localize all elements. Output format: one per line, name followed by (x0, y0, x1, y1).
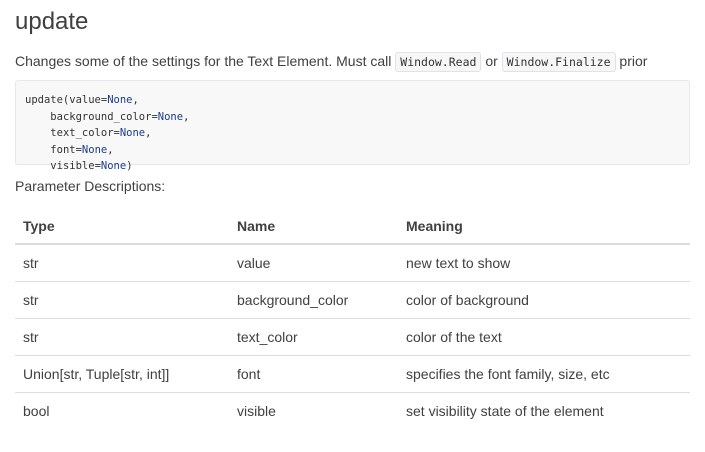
cell-type: str (15, 244, 229, 282)
parameter-descriptions-heading: Parameter Descriptions: (15, 178, 166, 194)
table-row: str background_color color of background (15, 281, 690, 319)
cell-meaning: new text to show (398, 244, 690, 282)
header-type: Type (15, 208, 229, 245)
cell-name: visible (237, 403, 276, 419)
code-block[interactable]: update(value=None, background_color=None… (15, 80, 690, 172)
description-suffix: prior (619, 53, 648, 69)
code-line: background_color=None, (50, 110, 190, 123)
description-prefix: Changes some of the settings for the Tex… (15, 53, 392, 69)
table-row: Union[str, Tuple[str, int]] font specifi… (15, 355, 690, 393)
cell-name: font (229, 355, 398, 393)
section-description: Changes some of the settings for the Tex… (15, 51, 690, 72)
cell-meaning: color of the text (398, 318, 690, 356)
parameters-table: Type Name Meaning str value new text to … (15, 208, 690, 429)
description-middle: or (485, 53, 498, 69)
cell-meaning: set visibility state of the element (406, 403, 604, 419)
cell-meaning: specifies the font family, size, etc (398, 355, 690, 393)
header-name: Name (229, 208, 398, 245)
cell-meaning: color of background (398, 281, 690, 319)
inline-code-window-finalize: Window.Finalize (501, 52, 616, 72)
cell-name: value (229, 244, 398, 282)
code-line: text_color=None, (50, 127, 152, 139)
code-line: font=None, (50, 143, 114, 156)
section-title: update (15, 8, 89, 35)
table-header-row: Type Name Meaning (15, 208, 690, 245)
cell-type: bool (23, 403, 50, 419)
header-meaning: Meaning (398, 208, 690, 245)
inline-code-window-read: Window.Read (395, 52, 482, 72)
code-signature: update(value=None, background_color=None… (25, 92, 680, 175)
table-row: str value new text to show (15, 244, 690, 282)
code-line: update(value=None, (25, 94, 139, 106)
cell-name: background_color (229, 281, 398, 319)
table-row: bool visible set visibility state of the… (15, 393, 690, 430)
cell-type: str (15, 281, 229, 319)
doc-section: update Changes some of the settings for … (15, 0, 690, 429)
table-row: str text_color color of the text (15, 318, 690, 356)
cell-type: str (15, 318, 229, 356)
cell-name: text_color (229, 318, 398, 356)
code-line: visible=None) (50, 160, 133, 172)
cell-type: Union[str, Tuple[str, int]] (15, 355, 229, 393)
